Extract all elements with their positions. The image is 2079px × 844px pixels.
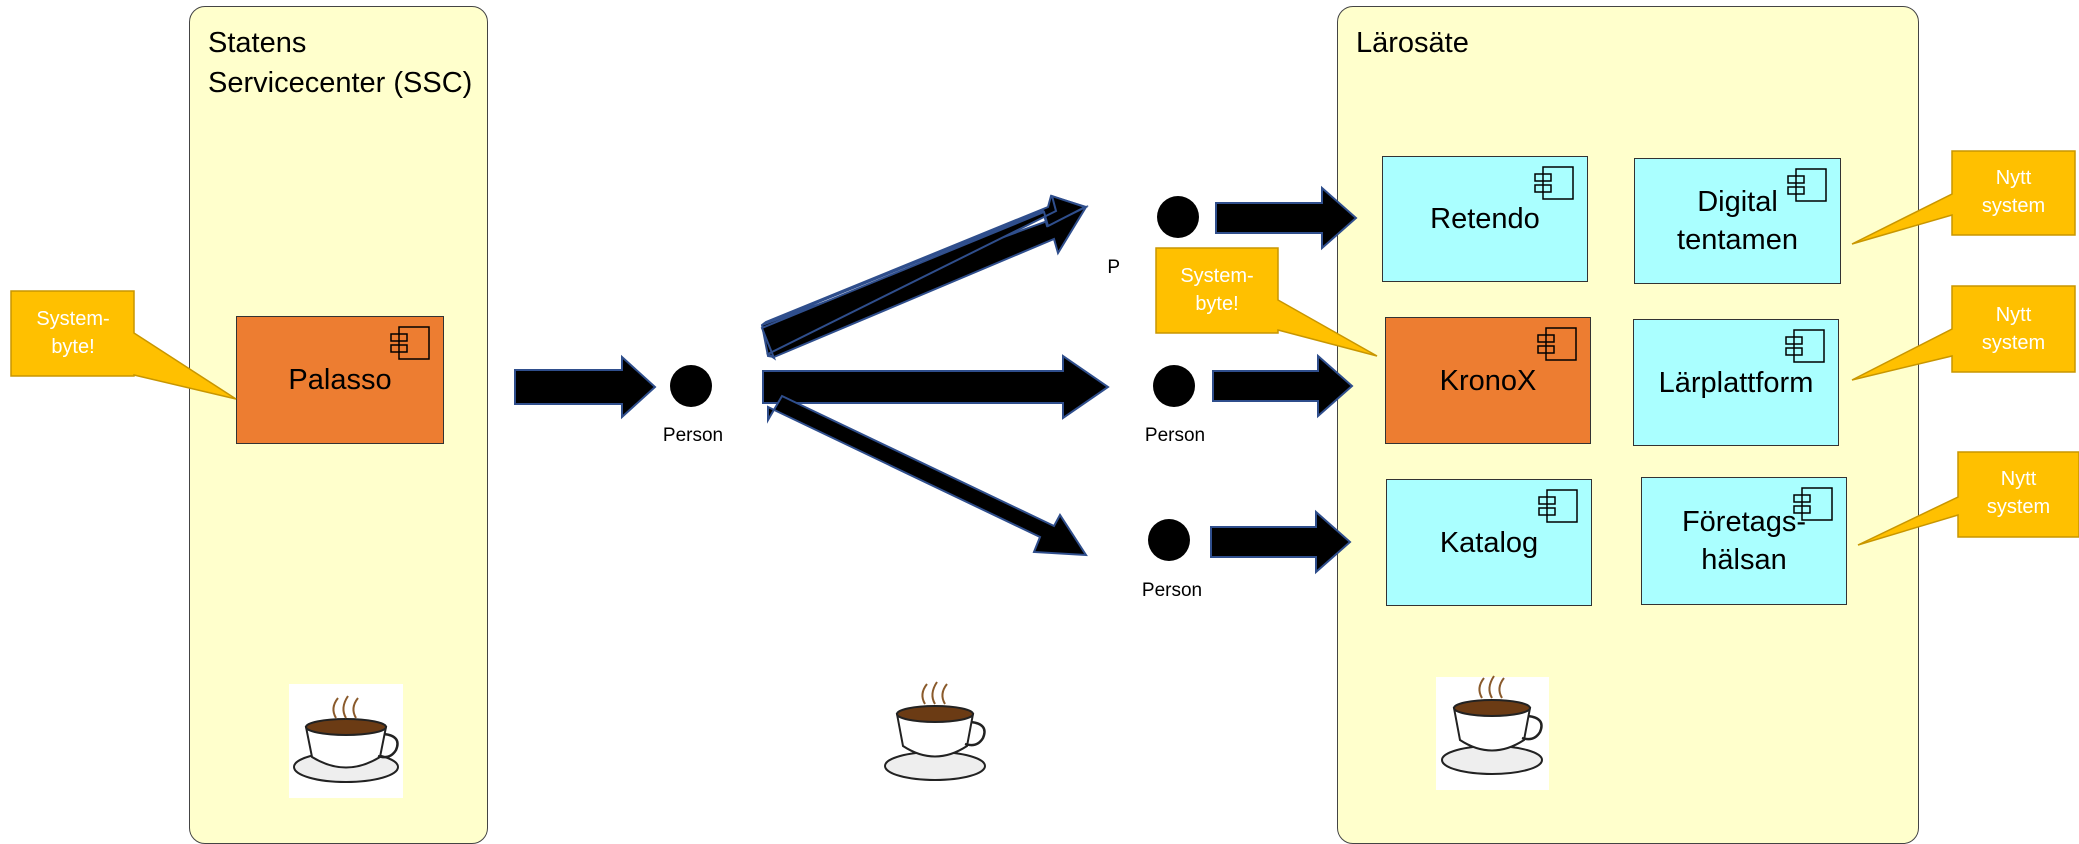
callout-systembyte-mid: System- byte!	[1180, 265, 1254, 315]
callout-icon	[1857, 451, 2079, 546]
callout-icon	[1851, 285, 2076, 381]
coffee-cup-icon	[884, 681, 986, 781]
person-icon	[1153, 365, 1195, 407]
component-katalog[interactable]: Katalog	[1386, 479, 1592, 606]
callout-nytt-system-1: Nytt system	[1981, 167, 2046, 217]
coffee-cup-icon	[289, 684, 403, 798]
component-icon	[1537, 327, 1577, 361]
callout-icon	[1851, 150, 2076, 245]
component-icon	[1787, 168, 1827, 202]
arrow-icon	[514, 354, 657, 420]
arrow-icon	[1212, 353, 1354, 419]
component-foretagshalsan[interactable]: Företags- hälsan	[1641, 477, 1847, 605]
person-icon	[1148, 519, 1190, 561]
component-digital-tentamen[interactable]: Digital tentamen	[1634, 158, 1841, 284]
person-label-bottom: Person	[1141, 580, 1203, 601]
component-kronox[interactable]: KronoX	[1385, 317, 1591, 444]
person-icon	[670, 365, 712, 407]
component-icon	[1785, 329, 1825, 363]
component-retendo-label: Retendo	[1430, 203, 1540, 235]
lane-larosate-title: Lärosäte	[1356, 27, 1469, 59]
callout-icon	[10, 290, 237, 400]
component-digital-tentamen-label: Digital tentamen	[1677, 186, 1798, 256]
component-retendo[interactable]: Retendo	[1382, 156, 1588, 282]
person-label-mid: Person	[1144, 425, 1206, 446]
component-icon	[1793, 487, 1833, 521]
component-palasso-label: Palasso	[288, 364, 392, 396]
component-larplattform[interactable]: Lärplattform	[1633, 319, 1839, 446]
arrow-icon	[767, 394, 1088, 557]
component-larplattform-label: Lärplattform	[1658, 366, 1814, 399]
component-icon	[390, 326, 430, 360]
arrow-icon	[760, 194, 1088, 361]
person-icon	[1157, 196, 1199, 238]
callout-icon	[1155, 247, 1378, 357]
component-icon	[1534, 166, 1574, 200]
lane-ssc-title: Statens Servicecenter (SSC)	[208, 27, 473, 99]
callout-nytt-system-2: Nytt system	[1981, 304, 2046, 354]
component-foretagshalsan-label: Företags- hälsan	[1681, 506, 1807, 576]
person-label-left: Person	[662, 425, 724, 446]
arrow-icon	[1215, 185, 1358, 251]
person-label-top-partial: P	[1107, 257, 1120, 278]
callout-systembyte-left: System- byte!	[36, 308, 110, 358]
coffee-cup-icon	[1436, 675, 1549, 790]
component-katalog-label: Katalog	[1439, 526, 1539, 559]
arrow-icon	[762, 354, 1110, 420]
component-palasso[interactable]: Palasso	[236, 316, 444, 444]
callout-nytt-system-3: Nytt system	[1986, 468, 2051, 518]
component-icon	[1538, 489, 1578, 523]
component-kronox-label: KronoX	[1439, 364, 1537, 397]
arrow-icon	[1210, 509, 1352, 575]
